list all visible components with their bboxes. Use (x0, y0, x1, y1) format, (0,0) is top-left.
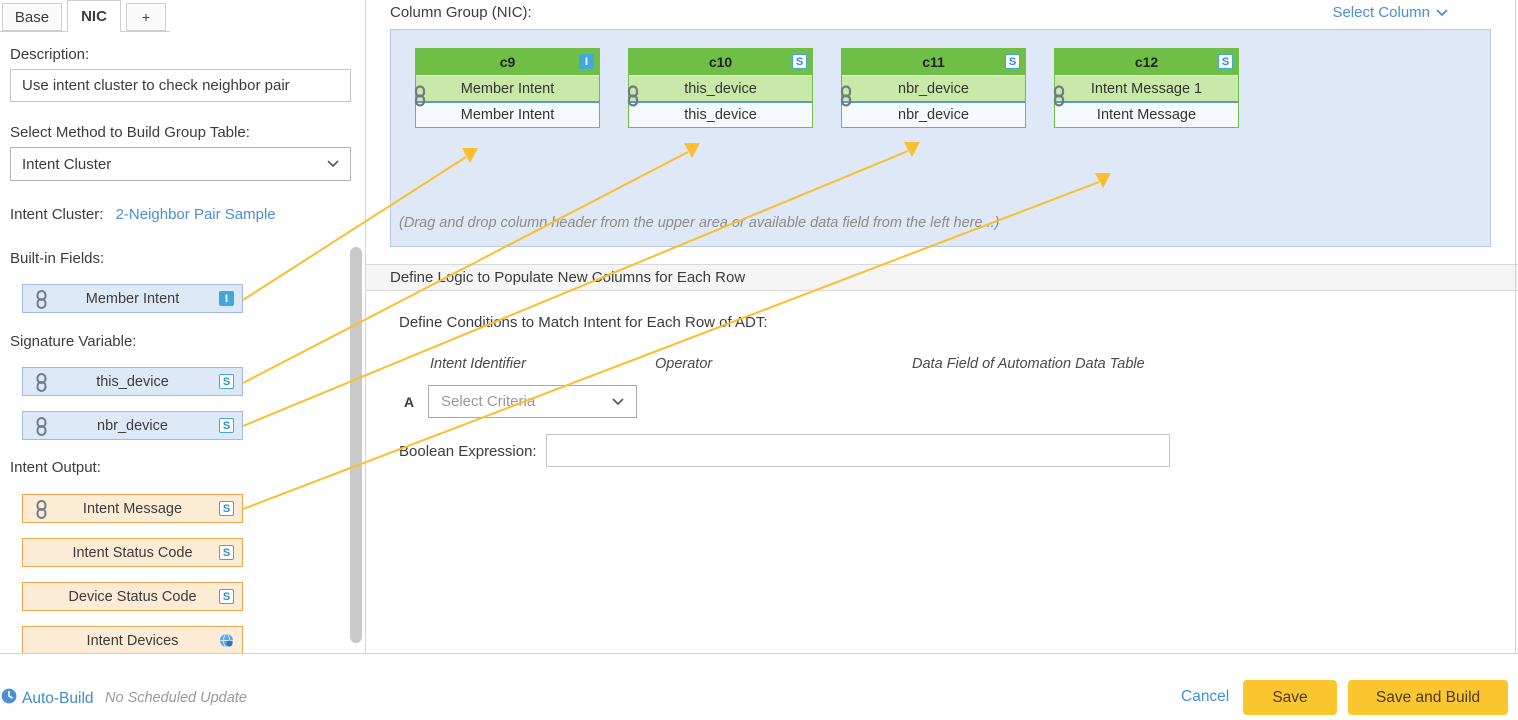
condition-row-label: A (404, 394, 415, 410)
string-type-badge: S (792, 54, 807, 69)
clock-icon (1, 688, 17, 709)
field-chip-intent-message[interactable]: Intent Message S (22, 494, 243, 523)
link-icon (35, 500, 48, 519)
chevron-down-icon (327, 160, 339, 168)
link-icon (1052, 85, 1066, 111)
header-operator: Operator (655, 356, 713, 372)
link-icon (413, 85, 427, 111)
column-card-c12[interactable]: c12 S Intent Message 1 Intent Message (1052, 48, 1239, 128)
intent-type-badge: I (219, 291, 234, 306)
header-intent-identifier: Intent Identifier (430, 356, 526, 372)
signature-variable-label: Signature Variable: (10, 333, 137, 350)
field-chip-this-device[interactable]: this_device S (22, 367, 243, 396)
define-logic-title: Define Logic to Populate New Columns for… (390, 269, 746, 286)
save-button[interactable]: Save (1243, 680, 1337, 715)
column-source-field: Intent Message (1055, 101, 1238, 127)
column-card-header[interactable]: c12 S (1055, 49, 1238, 75)
boolean-expression-label: Boolean Expression: (399, 443, 537, 460)
method-select-value: Intent Cluster (22, 155, 112, 173)
field-chip-member-intent[interactable]: Member Intent I (22, 284, 243, 313)
tab-nic[interactable]: NIC (67, 0, 121, 32)
chip-label: Device Status Code (68, 588, 197, 605)
field-chip-intent-devices[interactable]: Intent Devices (22, 626, 243, 653)
chip-label: nbr_device (97, 417, 168, 434)
cancel-button[interactable]: Cancel (1181, 688, 1230, 705)
column-card-header[interactable]: c9 I (416, 49, 599, 75)
column-card-c10[interactable]: c10 S this_device this_device (626, 48, 813, 128)
link-icon (35, 290, 48, 309)
column-id: c9 (499, 54, 516, 70)
column-display-name: this_device (629, 75, 812, 101)
footer-divider (0, 653, 1518, 654)
column-display-name: Member Intent (416, 75, 599, 101)
left-panel-scrollbar[interactable] (350, 247, 362, 643)
link-icon (35, 417, 48, 436)
method-select[interactable]: Intent Cluster (10, 147, 351, 181)
column-source-field: this_device (629, 101, 812, 127)
field-chip-intent-status-code[interactable]: Intent Status Code S (22, 538, 243, 567)
column-id: c10 (708, 54, 733, 70)
intent-cluster-link[interactable]: 2-Neighbor Pair Sample (115, 206, 276, 223)
auto-build-label: Auto-Build (22, 689, 94, 707)
string-type-badge: S (219, 418, 234, 433)
chip-label: Intent Devices (86, 632, 179, 649)
column-card-c11[interactable]: c11 S nbr_device nbr_device (839, 48, 1026, 128)
tab-add[interactable]: + (126, 3, 166, 31)
chip-label: Member Intent (85, 290, 180, 307)
left-panel-border (365, 0, 366, 653)
link-icon (35, 373, 48, 392)
string-type-badge: S (219, 374, 234, 389)
criteria-placeholder: Select Criteria (441, 393, 536, 410)
string-type-badge: S (219, 545, 234, 560)
chip-label: this_device (96, 373, 169, 390)
column-card-header[interactable]: c10 S (629, 49, 812, 75)
method-label: Select Method to Build Group Table: (10, 124, 250, 141)
column-id: c12 (1134, 54, 1159, 70)
intent-output-label: Intent Output: (10, 459, 101, 476)
globe-icon (219, 633, 234, 648)
criteria-select[interactable]: Select Criteria (428, 385, 637, 418)
conditions-label: Define Conditions to Match Intent for Ea… (399, 314, 768, 331)
column-source-field: Member Intent (416, 101, 599, 127)
description-input[interactable] (10, 69, 351, 102)
schedule-status: No Scheduled Update (105, 690, 247, 706)
left-panel: Description: Select Method to Build Grou… (0, 0, 366, 653)
chevron-down-icon (612, 397, 624, 406)
select-column-label: Select Column (1332, 4, 1430, 21)
link-icon (626, 85, 640, 111)
column-id: c11 (922, 54, 945, 70)
chip-label: Intent Status Code (72, 544, 193, 561)
string-type-badge: S (1005, 54, 1020, 69)
intent-cluster-label: Intent Cluster: (10, 206, 104, 223)
define-logic-section-header: Define Logic to Populate New Columns for… (366, 264, 1518, 291)
column-card-c9[interactable]: c9 I Member Intent Member Intent (413, 48, 600, 128)
right-panel-border (1515, 0, 1516, 653)
string-type-badge: S (219, 501, 234, 516)
boolean-expression-input[interactable] (546, 434, 1170, 467)
chevron-down-icon (1436, 8, 1448, 17)
intent-type-badge: I (579, 54, 594, 69)
drag-drop-hint: (Drag and drop column header from the up… (399, 215, 1000, 231)
intent-cluster-row: Intent Cluster: 2-Neighbor Pair Sample (10, 206, 276, 223)
chip-label: Intent Message (82, 500, 183, 517)
column-display-name: Intent Message 1 (1055, 75, 1238, 101)
builtin-fields-label: Built-in Fields: (10, 250, 105, 267)
column-card-header[interactable]: c11 S (842, 49, 1025, 75)
description-label: Description: (10, 46, 90, 63)
column-group-title: Column Group (NIC): (390, 4, 532, 21)
string-type-badge: S (1218, 54, 1233, 69)
column-source-field: nbr_device (842, 101, 1025, 127)
save-and-build-button[interactable]: Save and Build (1348, 680, 1508, 715)
field-chip-nbr-device[interactable]: nbr_device S (22, 411, 243, 440)
tab-base[interactable]: Base (2, 3, 62, 31)
auto-build-link[interactable]: Auto-Build (1, 688, 94, 709)
link-icon (839, 85, 853, 111)
column-display-name: nbr_device (842, 75, 1025, 101)
field-chip-device-status-code[interactable]: Device Status Code S (22, 582, 243, 611)
string-type-badge: S (219, 589, 234, 604)
header-data-field: Data Field of Automation Data Table (912, 356, 1145, 372)
select-column-dropdown[interactable]: Select Column (1332, 4, 1448, 21)
